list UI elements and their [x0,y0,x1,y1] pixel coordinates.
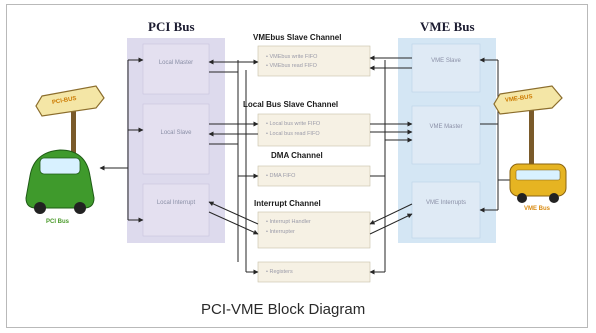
local-bus-read-fifo-item: • Local bus read FIFO [266,131,320,137]
interrupt-handler-item: • Interrupt Handler [266,219,311,225]
interrupter-item: • Interrupter [266,229,295,235]
local-interrupt-block [142,183,210,237]
pci-car-icon [25,149,95,214]
dma-fifo-item: • DMA FIFO [266,173,296,179]
registers-item: • Registers [266,269,293,275]
vme-master-label: VME Master [429,124,463,130]
vmebus-slave-channel-box [257,45,371,77]
local-bus-slave-channel-box [257,113,371,147]
vmebus-write-fifo-item: • VMEbus write FIFO [266,54,318,60]
pci-bus-title: PCI Bus [148,19,195,34]
interrupt-channel-box [257,211,371,249]
vmebus-slave-channel-title: VMEbus Slave Channel [253,33,342,42]
dma-channel-title: DMA Channel [271,151,323,160]
vme-master-block [411,105,481,165]
vme-bus-icon [509,163,567,203]
local-bus-write-fifo-item: • Local bus write FIFO [266,121,321,127]
vme-signpost [493,85,563,184]
vme-bus-title: VME Bus [420,19,475,34]
vme-slave-block [411,43,481,93]
pci-car-label: PCI Bus [46,219,70,225]
interrupt-channel-title: Interrupt Channel [254,199,321,208]
local-bus-slave-channel-title: Local Bus Slave Channel [243,100,339,109]
vmebus-read-fifo-item: • VMEbus read FIFO [266,63,317,69]
local-master-block [142,43,210,95]
vme-interrupts-block [411,181,481,239]
connector-lines [99,55,519,275]
vme-slave-label: VME Slave [431,58,461,64]
diagram-caption: PCI-VME Block Diagram [201,301,366,318]
local-slave-label: Local Slave [160,130,192,136]
local-interrupt-label: Local Interrupt [156,200,196,206]
vme-bus-label: VME Bus [524,206,551,212]
vme-interrupts-label: VME Interrupts [425,200,466,206]
local-slave-block [142,103,210,175]
local-master-label: Local Master [158,60,194,66]
